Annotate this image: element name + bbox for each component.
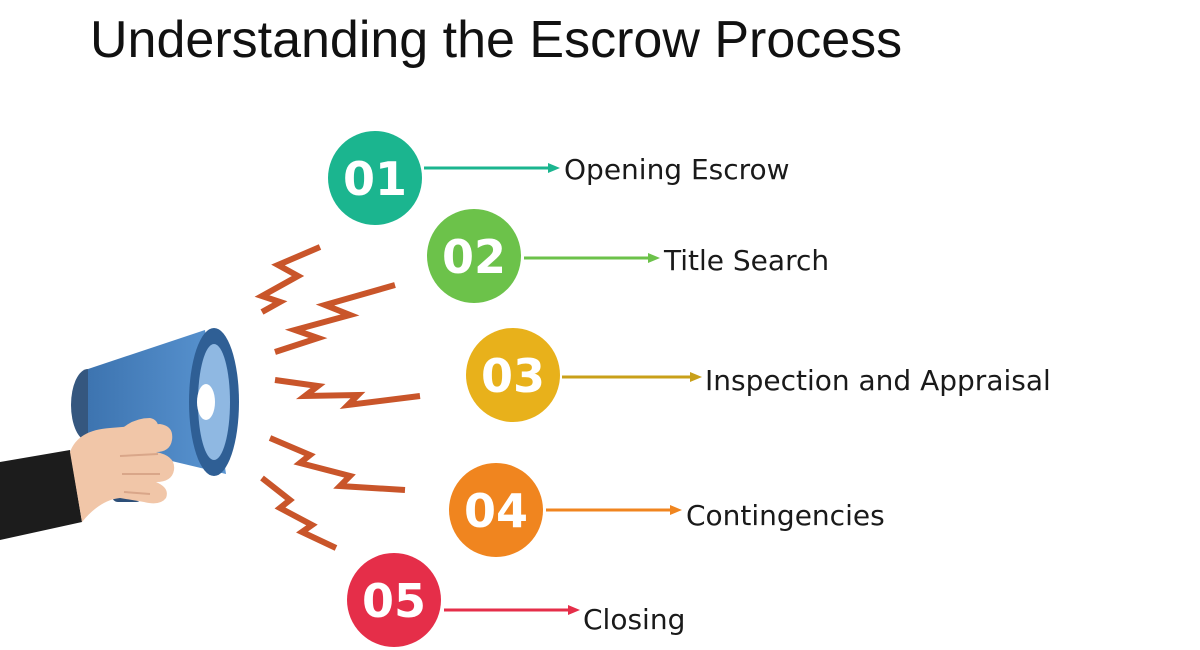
step-1: 01 [328, 131, 560, 225]
step-number: 03 [481, 349, 545, 403]
step-5: 05 [347, 553, 580, 647]
step-circle [328, 131, 422, 225]
step-label: Opening Escrow [564, 153, 790, 186]
step-label: Closing [583, 603, 686, 636]
step-number: 04 [464, 484, 528, 538]
step-label: Contingencies [686, 499, 885, 532]
step-number: 01 [343, 152, 407, 206]
step-circle [466, 328, 560, 422]
step-3: 03 [466, 328, 702, 422]
step-4: 04 [449, 463, 682, 557]
sound-bolt [260, 475, 338, 551]
sound-bolts [254, 244, 421, 551]
step-circle [449, 463, 543, 557]
page-title: Understanding the Escrow Process [90, 11, 903, 69]
sound-bolt [274, 377, 421, 410]
sound-bolt [268, 435, 406, 493]
step-label: Inspection and Appraisal [705, 364, 1051, 397]
step-2: 02 [427, 209, 660, 303]
step-number: 02 [442, 230, 506, 284]
step-circle [427, 209, 521, 303]
step-label: Title Search [664, 244, 830, 277]
sound-bolt [254, 244, 322, 315]
step-number: 05 [362, 574, 426, 628]
megaphone-icon [0, 328, 239, 540]
sound-bolt [274, 282, 396, 355]
step-circle [347, 553, 441, 647]
